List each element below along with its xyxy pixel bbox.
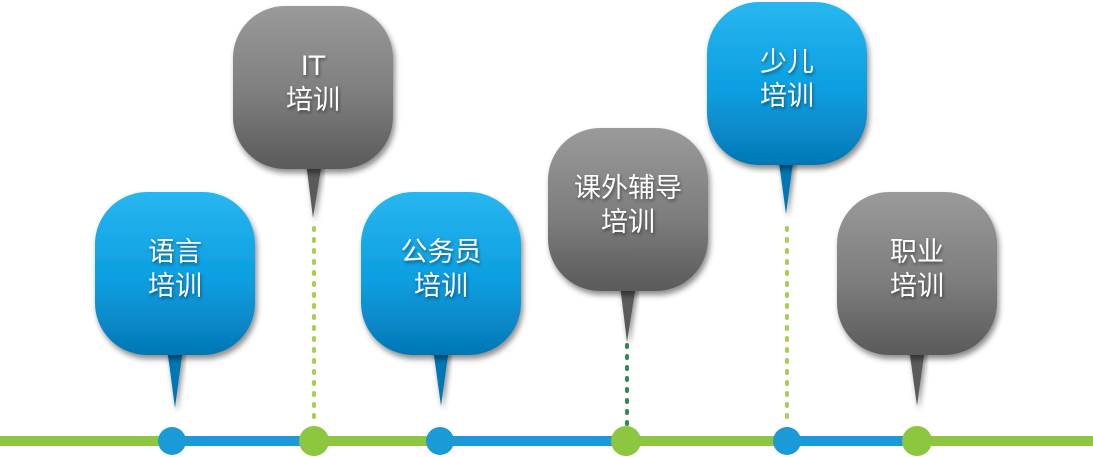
dot-tutoring: [611, 426, 641, 456]
bubble-it: [233, 6, 393, 169]
bubble-pointers: [167, 155, 925, 408]
bubble-civil-service: [361, 192, 521, 355]
dot-vocational: [902, 426, 932, 456]
pointer-vocational: [909, 348, 925, 406]
pointer-tutoring: [620, 285, 636, 342]
timeline-segment-2: [440, 436, 626, 446]
dot-it: [299, 426, 329, 456]
dot-children: [773, 427, 801, 455]
dot-language: [158, 427, 186, 455]
bubble-vocational: [837, 192, 997, 355]
timeline-segment-3: [787, 436, 917, 446]
timeline-dots: [158, 426, 932, 456]
timeline-line: [0, 436, 1093, 446]
bubble-children: [707, 2, 867, 165]
pointer-children: [778, 155, 794, 214]
bubble-language: [95, 192, 255, 355]
bubble-tutoring: [548, 128, 708, 291]
pointer-language: [167, 348, 183, 408]
timeline-segment-1: [172, 436, 314, 446]
pointer-it: [306, 162, 322, 218]
dot-civil-service: [426, 427, 454, 455]
pointer-civil-service: [433, 348, 449, 406]
